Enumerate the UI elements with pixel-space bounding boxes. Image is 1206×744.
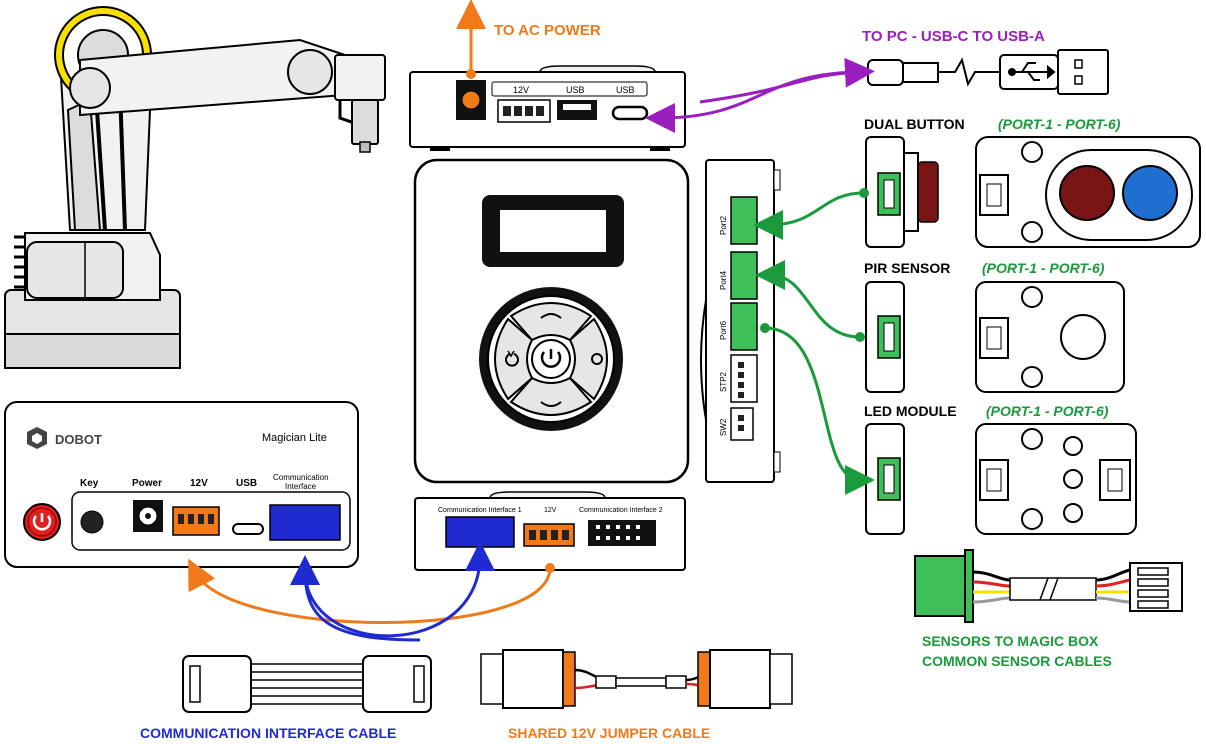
comm-label-2: Interface <box>285 482 317 491</box>
magicbox-top-panel: 12V USB USB <box>409 65 686 151</box>
sensor-cables-line2: COMMON SENSOR CABLES <box>922 653 1112 669</box>
port4-label: Port4 <box>719 270 728 290</box>
v12-label: 12V <box>190 478 208 489</box>
ac-power-label: TO AC POWER <box>494 22 601 39</box>
usb-c-port <box>232 523 264 535</box>
power-label: Power <box>132 478 162 489</box>
dobot-logo-icon <box>27 427 47 449</box>
stp2-label: STP2 <box>719 371 728 392</box>
led-module-ports: (PORT-1 - PORT-6) <box>986 403 1109 419</box>
led-module-title: LED MODULE <box>864 403 957 419</box>
usb-pc-arrow <box>645 57 875 133</box>
robot-arm <box>4 6 386 369</box>
magicbox-side-panel: Port2 Port4 Port6 STP2 SW2 <box>700 159 781 483</box>
dual-button-ports: (PORT-1 - PORT-6) <box>998 116 1121 132</box>
sensor-port-arrows <box>753 188 875 495</box>
sensor-cable <box>914 549 1183 623</box>
communication-interface-cable <box>182 655 432 713</box>
pir-sensor-module <box>865 281 1125 393</box>
magicbox-front-panel <box>413 158 690 484</box>
top-usb-label-2: USB <box>616 85 635 95</box>
usb-symbol-icon <box>1008 62 1056 81</box>
comm-cable-label: COMMUNICATION INTERFACE CABLE <box>140 725 396 741</box>
bottom-comm1-label: Communication Interface 1 <box>438 507 522 514</box>
usb-c-to-usb-a-cable <box>867 49 1109 95</box>
dual-button-title: DUAL BUTTON <box>864 116 965 132</box>
v12-jumper-arrow <box>188 558 555 624</box>
model-label: Magician Lite <box>262 432 327 444</box>
magicbox-bottom-panel: Communication Interface 1 12V Communicat… <box>414 491 686 571</box>
bottom-v12-label: 12V <box>544 507 557 514</box>
pir-sensor-ports: (PORT-1 - PORT-6) <box>982 260 1105 276</box>
v12-connector <box>172 506 220 536</box>
sw2-label: SW2 <box>719 418 728 436</box>
top-v12-label: 12V <box>513 85 529 95</box>
brand-label: DOBOT <box>55 432 102 447</box>
led-module <box>865 423 1137 535</box>
power-button[interactable] <box>23 503 61 541</box>
port2-label: Port2 <box>719 215 728 235</box>
comm-interface-port <box>269 504 341 541</box>
sensor-cables-line1: SENSORS TO MAGIC BOX <box>922 633 1099 649</box>
usb-label: USB <box>236 478 257 489</box>
ac-power-arrow <box>456 0 486 79</box>
key-hole <box>80 510 104 534</box>
magician-lite-control-box: DOBOT Magician Lite Key Power 12V USB Co… <box>4 401 359 568</box>
top-usb-label-1: USB <box>566 85 585 95</box>
power-jack <box>133 500 163 532</box>
dual-button-module <box>865 136 1201 248</box>
jumper-cable-label: SHARED 12V JUMPER CABLE <box>508 725 710 741</box>
key-label: Key <box>80 478 99 489</box>
bottom-comm2-label: Communication Interface 2 <box>579 507 663 514</box>
v12-jumper-cable <box>480 649 793 709</box>
port6-label: Port6 <box>719 320 728 340</box>
comm-label-1: Communication <box>273 473 329 482</box>
pir-sensor-title: PIR SENSOR <box>864 260 950 276</box>
comm-interface-arrow <box>290 541 495 642</box>
pc-usb-label: TO PC - USB-C TO USB-A <box>862 28 1045 45</box>
